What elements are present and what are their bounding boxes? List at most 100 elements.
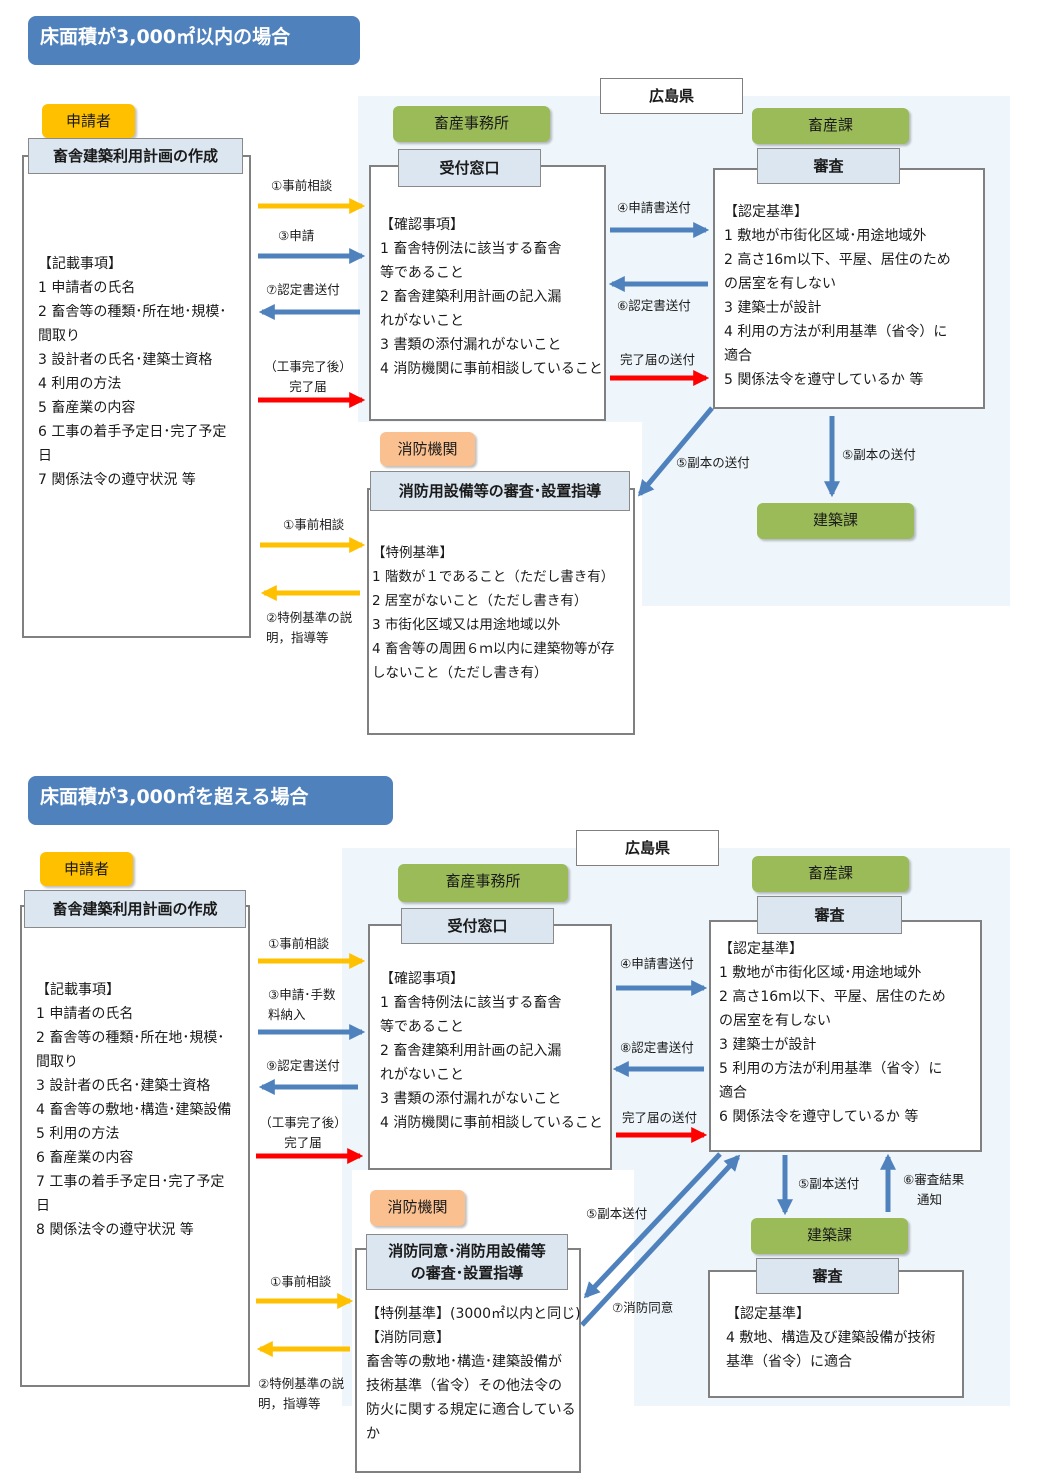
s2-dept-item: 【認定基準】 (719, 941, 803, 957)
s1-label-completion-forward: 完了届の送付 (620, 352, 696, 367)
s2-fire-item: 【消防同意】 (366, 1330, 450, 1346)
s1-dept-item: 5 関係法令を遵守しているか 等 (724, 372, 924, 388)
s2-applicant-items: 【記載事項】 1 申請者の氏名 2 畜舎等の種類･所在地･規模･ 間取り 3 設… (36, 978, 231, 1242)
s2-dept-tag: 畜産課 (752, 856, 909, 892)
s2-office-item: れがないこと (380, 1067, 464, 1083)
s2-label-fire-guidance-2: 明，指導等 (258, 1396, 321, 1411)
s2-label-apply-2: 料納入 (268, 1007, 306, 1022)
s1-dept-header: 審査 (757, 148, 900, 184)
s2-label-fire-consent: ⑦消防同意 (612, 1300, 674, 1315)
s2-applicant-item: 2 畜舎等の種類･所在地･規模･ (36, 1030, 225, 1046)
s1-dept-box (713, 168, 985, 409)
s1-applicant-item: 2 畜舎等の種類･所在地･規模･ (38, 304, 227, 320)
s2-label-copy-fire: ⑤副本送付 (586, 1206, 648, 1221)
s2-dept-item: 2 高さ16m以下、平屋、居住のため (719, 989, 946, 1005)
s2-label-fire-consult: ①事前相談 (270, 1274, 332, 1289)
s1-prefecture-title: 広島県 (600, 78, 743, 114)
s2-dept-item: 適合 (719, 1085, 747, 1101)
s2-applicant-box (20, 905, 250, 1387)
s1-fire-items: 【特例基準】 1 階数が１であること（ただし書き有） 2 居室がないこと（ただし… (372, 541, 614, 685)
s1-applicant-item: 1 申請者の氏名 (38, 280, 136, 296)
s1-label-fire-consult: ①事前相談 (283, 517, 345, 532)
s2-office-tag: 畜産事務所 (398, 864, 568, 902)
s2-office-item: 4 消防機関に事前相談していること (380, 1115, 603, 1131)
s2-applicant-header: 畜舎建築利用計画の作成 (24, 890, 246, 928)
s1-label-copy-fire: ⑤副本の送付 (676, 455, 750, 470)
s2-building-tag: 建築課 (751, 1218, 908, 1254)
s1-fire-header: 消防用設備等の審査･設置指導 (370, 471, 630, 511)
s1-office-box (369, 165, 606, 421)
s2-applicant-item: 間取り (36, 1054, 78, 1070)
s1-office-item: 3 書類の添付漏れがないこと (380, 337, 562, 353)
s1-office-item: 1 畜舎特例法に該当する畜舎 (380, 241, 562, 257)
s2-prefecture-title: 広島県 (576, 830, 719, 866)
s2-office-items: 【確認事項】 1 畜舎特例法に該当する畜舎 等であること 2 畜舎建築利用計画の… (380, 967, 603, 1135)
s1-fire-item: 3 市街化区域又は用途地域以外 (372, 617, 561, 633)
s2-building-items: 【認定基準】 4 敷地、構造及び建築設備が技術 基準（省令）に適合 (726, 1302, 935, 1374)
s1-applicant-box (22, 155, 251, 638)
s1-office-tag: 畜産事務所 (393, 106, 550, 142)
s2-office-item: 【確認事項】 (380, 971, 464, 987)
s2-label-app-forward: ④申請書送付 (620, 956, 694, 971)
s2-fire-item: 防火に関する規定に適合している (366, 1402, 576, 1418)
s2-applicant-item: 1 申請者の氏名 (36, 1006, 134, 1022)
s1-dept-item: 2 高さ16m以下、平屋、居住のため (724, 252, 951, 268)
s2-office-item: 3 書類の添付漏れがないこと (380, 1091, 562, 1107)
s2-dept-item: 6 関係法令を遵守しているか 等 (719, 1109, 919, 1125)
s1-applicant-tag: 申請者 (42, 104, 135, 138)
s1-fire-tag: 消防機関 (380, 432, 475, 466)
s2-applicant-item: 3 設計者の氏名･建築士資格 (36, 1078, 211, 1094)
s2-office-header: 受付窓口 (401, 908, 554, 944)
s1-dept-item: 1 敷地が市街化区域･用途地域外 (724, 228, 927, 244)
s2-fire-tag: 消防機関 (370, 1190, 465, 1226)
s2-building-header: 審査 (756, 1258, 899, 1294)
s1-office-item: 4 消防機関に事前相談していること (380, 361, 603, 377)
s2-dept-item: 3 建築士が設計 (719, 1037, 817, 1053)
s2-building-item: 4 敷地、構造及び建築設備が技術 (726, 1330, 936, 1346)
s1-arrow-copy-fire (637, 406, 714, 497)
s1-applicant-item: 間取り (38, 328, 80, 344)
s1-office-items: 【確認事項】 1 畜舎特例法に該当する畜舎 等であること 2 畜舎建築利用計画の… (380, 213, 603, 381)
s2-label-completion-forward: 完了届の送付 (622, 1110, 698, 1125)
s1-label-completion-1: （工事完了後） (264, 359, 352, 374)
s2-label-copy-building: ⑤副本送付 (798, 1176, 860, 1191)
s2-applicant-item: 5 利用の方法 (36, 1126, 120, 1142)
s1-applicant-items: 【記載事項】 1 申請者の氏名 2 畜舎等の種類･所在地･規模･ 間取り 3 設… (38, 252, 226, 492)
s2-dept-item: の居室を有しない (719, 1013, 831, 1029)
s1-applicant-item: 日 (38, 448, 52, 464)
s1-dept-tag: 畜産課 (752, 108, 909, 144)
s2-dept-items: 【認定基準】 1 敷地が市街化区域･用途地域外 2 高さ16m以下、平屋、居住の… (719, 937, 946, 1129)
s1-dept-item: 3 建築士が設計 (724, 300, 822, 316)
s2-fire-header: 消防同意･消防用設備等 の審査･設置指導 (366, 1234, 568, 1290)
s1-label-apply: ③申請 (278, 228, 315, 243)
s1-dept-item: の居室を有しない (724, 276, 836, 292)
s1-applicant-item: 5 畜産業の内容 (38, 400, 136, 416)
s2-label-pre-consult: ①事前相談 (268, 936, 330, 951)
s1-office-item: 等であること (380, 265, 464, 281)
s1-label-cert-forward: ⑥認定書送付 (617, 298, 691, 313)
s1-label-cert-send: ⑦認定書送付 (266, 282, 340, 297)
s2-applicant-tag: 申請者 (40, 852, 133, 886)
s2-applicant-item: 日 (36, 1198, 50, 1214)
s2-label-review-result-2: 通知 (917, 1192, 943, 1207)
s2-office-item: 等であること (380, 1019, 464, 1035)
s2-building-item: 【認定基準】 (726, 1306, 810, 1322)
s1-office-item: 【確認事項】 (380, 217, 464, 233)
section2-banner: 床面積が3,000㎡を超える場合 (28, 776, 393, 825)
s2-label-completion: （工事完了後） 完了届 (258, 1113, 348, 1153)
s2-label-review-result-1: ⑥審査結果 (903, 1172, 965, 1187)
s2-office-item: 2 畜舎建築利用計画の記入漏 (380, 1043, 562, 1059)
section1-banner: 床面積が3,000㎡以内の場合 (28, 16, 360, 65)
s2-fire-item: 畜舎等の敷地･構造･建築設備が (366, 1354, 562, 1370)
s2-dept-item: 1 敷地が市街化区域･用途地域外 (719, 965, 922, 981)
s2-fire-items: 【特例基準】(3000㎡以内と同じ) 【消防同意】 畜舎等の敷地･構造･建築設備… (366, 1302, 581, 1446)
s1-label-completion: （工事完了後） 完了届 (263, 357, 353, 397)
s1-label-fire-guidance-1: ②特例基準の説 (266, 610, 353, 625)
s2-dept-box (709, 920, 982, 1152)
s1-dept-item: 適合 (724, 348, 752, 364)
s1-label-app-forward: ④申請書送付 (617, 200, 691, 215)
s1-office-header: 受付窓口 (398, 149, 541, 187)
s2-label-cert-send: ⑨認定書送付 (266, 1058, 340, 1073)
s2-label-review-result: ⑥審査結果 通知 (903, 1170, 964, 1210)
